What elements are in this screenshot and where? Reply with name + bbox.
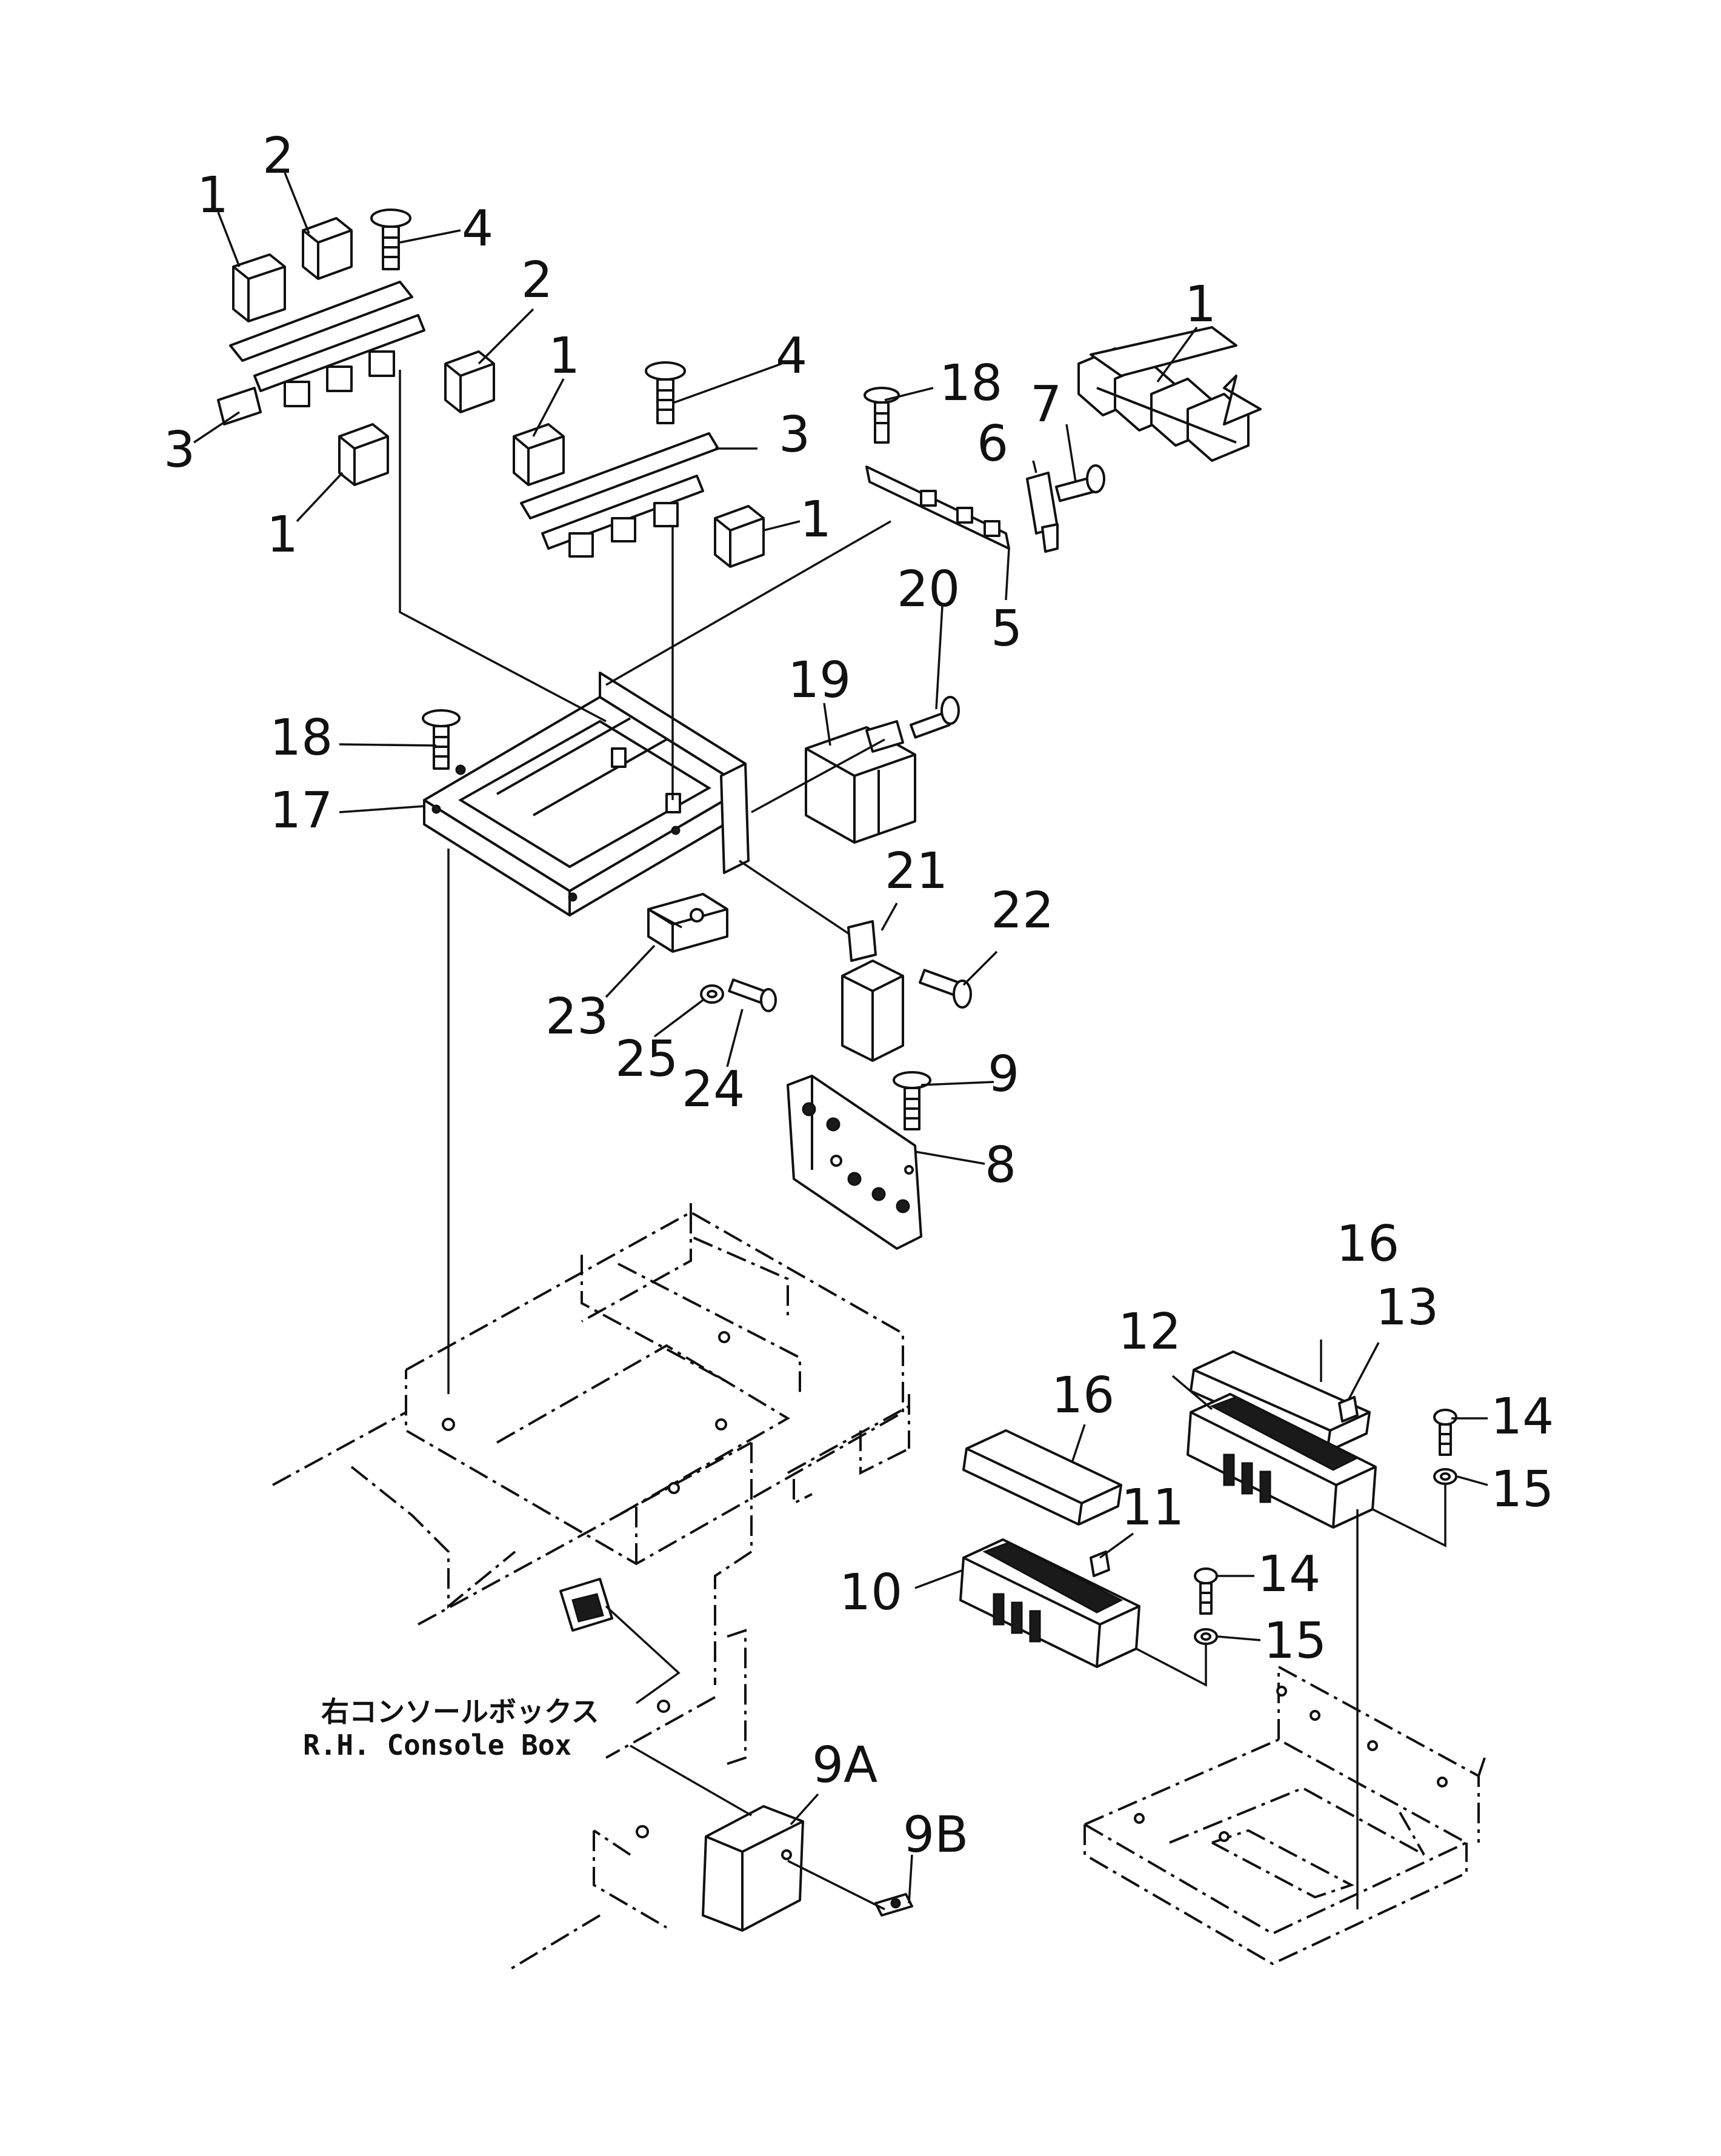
bracket-frame-17: [423, 672, 750, 916]
callout-17: 17: [270, 782, 333, 839]
bolt-18-top: [864, 387, 900, 444]
bolt-22: [919, 969, 972, 1009]
callout-numbers: 1 2 4 3 1 2 1 4 3 1 18 5 6 7 1 18 17 19 …: [164, 127, 1554, 1864]
relay-left-3: [444, 350, 495, 413]
callout-16: 16: [1336, 1215, 1399, 1273]
relay-middle-2: [714, 505, 765, 568]
callout-1: 1: [197, 167, 228, 224]
bolt-4-middle: [645, 361, 686, 424]
bolt-9: [893, 1071, 931, 1130]
assembly-lines: [399, 370, 1446, 1911]
callout-1: 1: [548, 327, 580, 385]
relay-bracket-left: [217, 281, 425, 426]
callout-3: 3: [164, 421, 195, 479]
callout-6: 6: [977, 415, 1008, 473]
callout-5: 5: [991, 600, 1022, 658]
fuse-box-10: [959, 1538, 1140, 1668]
console-box-label-english: R.H. Console Box: [303, 1729, 571, 1761]
console-box-outline: [272, 1203, 910, 1971]
callout-2: 2: [521, 252, 553, 309]
plate-9a: [702, 1805, 804, 1932]
relay-left-2: [302, 217, 353, 280]
clip-11: [1090, 1550, 1110, 1577]
callout-3: 3: [779, 406, 810, 464]
callout-8: 8: [985, 1136, 1016, 1194]
washer-15-lower: [1194, 1628, 1218, 1645]
callout-13: 13: [1376, 1279, 1439, 1337]
callout-4: 4: [462, 200, 493, 258]
fuse-box-base-outline: [1084, 1664, 1486, 1966]
plate-8: [787, 1075, 922, 1250]
relay-array-1-right: [1077, 326, 1262, 462]
callout-15: 15: [1263, 1612, 1327, 1670]
callout-12: 12: [1118, 1303, 1181, 1361]
callout-1: 1: [267, 506, 298, 564]
small-plate-bracket: [559, 1578, 613, 1632]
callout-14: 14: [1491, 1388, 1554, 1446]
connector-23: [647, 893, 728, 953]
callout-2: 2: [262, 127, 294, 185]
callout-leaders: [193, 172, 1488, 1904]
washer-15-upper: [1433, 1468, 1457, 1485]
relay-bracket-middle: [520, 432, 719, 558]
callout-10: 10: [839, 1564, 902, 1621]
callout-22: 22: [991, 882, 1054, 939]
washer-25: [700, 984, 724, 1004]
module-21: [841, 920, 904, 1062]
cover-16-lower: [962, 1429, 1122, 1526]
callout-21: 21: [885, 843, 948, 900]
callout-18: 18: [270, 709, 333, 767]
screw-14-lower: [1194, 1567, 1218, 1615]
controller-19: [805, 720, 916, 844]
screw-24: [728, 978, 777, 1012]
callout-9a: 9A: [812, 1737, 877, 1794]
callout-15: 15: [1491, 1461, 1554, 1518]
callout-7: 7: [1030, 376, 1062, 433]
callout-19: 19: [788, 652, 851, 709]
bolt-20: [910, 696, 960, 739]
callout-1: 1: [1185, 276, 1216, 333]
callout-9b: 9B: [903, 1806, 968, 1864]
bolt-7: [1054, 464, 1105, 502]
callout-4: 4: [776, 327, 807, 385]
callout-16: 16: [1051, 1367, 1114, 1424]
relay-left-1: [232, 253, 286, 322]
console-box-label-japanese: 右コンソールボックス: [321, 1695, 599, 1728]
relay-left-4: [338, 423, 389, 486]
relay-middle-1: [513, 423, 565, 486]
relay-bar-5: [865, 466, 1010, 550]
callout-14: 14: [1257, 1546, 1320, 1603]
callout-1: 1: [800, 491, 831, 549]
fastener-9b: [874, 1893, 913, 1917]
callout-18: 18: [939, 355, 1002, 412]
callout-20: 20: [897, 561, 960, 618]
bolt-4-left: [370, 209, 411, 270]
callout-11: 11: [1121, 1479, 1184, 1537]
screw-14-upper: [1433, 1409, 1457, 1456]
bolt-18-frame: [422, 709, 461, 770]
callout-24: 24: [682, 1061, 745, 1118]
callout-23: 23: [545, 988, 608, 1046]
bracket-plate-6: [1026, 472, 1059, 553]
callout-25: 25: [615, 1030, 678, 1088]
callout-9: 9: [988, 1046, 1019, 1103]
